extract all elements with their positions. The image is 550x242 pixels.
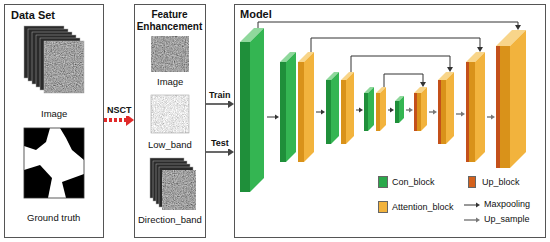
up-block bbox=[496, 46, 500, 168]
skip-head bbox=[515, 25, 521, 30]
mask-region bbox=[24, 128, 50, 150]
edge-label: Test bbox=[210, 138, 230, 149]
skip-line bbox=[311, 38, 480, 52]
skip-head bbox=[447, 67, 453, 72]
mask-region bbox=[24, 165, 52, 198]
up-block bbox=[466, 62, 469, 162]
con-block bbox=[326, 80, 331, 144]
upsample-arrow bbox=[487, 116, 491, 117]
panel-title: Data Set bbox=[11, 9, 99, 22]
maxpool-arrow bbox=[275, 115, 279, 120]
connector-line bbox=[206, 151, 228, 153]
con-block bbox=[364, 93, 368, 131]
skip-line bbox=[351, 56, 450, 72]
panel-title: Feature Enhancement bbox=[136, 9, 203, 33]
connector-arrow bbox=[104, 114, 134, 126]
upsample-arrow bbox=[406, 109, 409, 110]
ground-truth-mask bbox=[24, 128, 84, 198]
edge-label: NSCT bbox=[106, 105, 133, 116]
con-block bbox=[331, 72, 339, 144]
upsample-arrow bbox=[433, 110, 437, 115]
connector-arrow bbox=[206, 148, 234, 156]
upsample-arrow bbox=[429, 111, 433, 112]
mask-region bbox=[62, 174, 84, 198]
con-block bbox=[395, 101, 399, 123]
legend-upsample-sample bbox=[464, 219, 476, 220]
attention-block bbox=[298, 62, 304, 162]
maxpool-arrow bbox=[359, 108, 363, 113]
thumbnail-caption: Low_band bbox=[148, 139, 192, 150]
skip-line bbox=[258, 22, 518, 28]
upsample-arrow bbox=[409, 108, 413, 113]
legend-upsample-sample bbox=[476, 218, 480, 223]
upsample-arrow bbox=[461, 112, 465, 117]
up-block bbox=[438, 80, 441, 144]
panel-box: Feature Enhancement bbox=[134, 4, 206, 238]
low-band-frame bbox=[151, 95, 189, 133]
low-band-texture bbox=[151, 95, 189, 133]
legend-swatch bbox=[378, 176, 388, 188]
upsample-arrow bbox=[456, 113, 461, 114]
con-block bbox=[240, 42, 250, 192]
attention-block bbox=[446, 72, 454, 144]
maxpool-arrow bbox=[321, 110, 325, 115]
image-texture bbox=[151, 36, 189, 72]
attention-block bbox=[475, 52, 485, 162]
edge-label: Train bbox=[208, 90, 232, 101]
attention-block bbox=[469, 62, 475, 162]
con-block bbox=[250, 28, 264, 192]
attention-block bbox=[380, 87, 386, 131]
mask-region bbox=[60, 128, 84, 160]
maxpool-arrow bbox=[390, 108, 394, 113]
attention-block bbox=[376, 93, 380, 131]
connector-arrow bbox=[206, 100, 234, 108]
skip-head bbox=[477, 47, 483, 52]
skip-line bbox=[384, 74, 423, 87]
attention-block bbox=[510, 30, 526, 168]
image-texture bbox=[44, 41, 84, 93]
thumbnail-caption: Image bbox=[157, 76, 183, 87]
attention-block bbox=[441, 80, 446, 144]
up-block bbox=[414, 93, 417, 131]
attention-block bbox=[304, 52, 314, 162]
panel-box: Data Set bbox=[4, 4, 104, 238]
legend-maxpool-sample bbox=[476, 203, 480, 208]
legend-text: Up_block bbox=[482, 177, 520, 188]
skip-head bbox=[420, 82, 426, 87]
legend-swatch bbox=[468, 176, 476, 188]
legend-text: Maxpooling bbox=[484, 199, 530, 210]
legend-text: Con_block bbox=[392, 177, 435, 188]
legend-text: Up_sample bbox=[484, 214, 530, 225]
attention-block bbox=[341, 80, 346, 144]
panel-title: Model bbox=[240, 8, 320, 21]
maxpool-arrow bbox=[316, 112, 321, 113]
band-texture bbox=[162, 170, 196, 210]
connector-line bbox=[206, 103, 228, 105]
con-block bbox=[399, 96, 404, 123]
con-block bbox=[286, 52, 296, 162]
attention-block bbox=[417, 93, 421, 131]
connector-line bbox=[104, 118, 126, 122]
thumbnail-caption: Direction_band bbox=[138, 214, 202, 225]
attention-block bbox=[346, 72, 354, 144]
attention-block bbox=[421, 87, 427, 131]
attention-block bbox=[500, 46, 510, 168]
legend-swatch bbox=[378, 201, 388, 213]
upsample-arrow bbox=[491, 115, 495, 120]
maxpool-arrow bbox=[267, 117, 275, 118]
maxpool-arrow bbox=[388, 110, 390, 111]
arrow-head bbox=[126, 114, 134, 126]
legend-text: Attention_block bbox=[392, 202, 454, 213]
image-frame bbox=[44, 41, 84, 93]
thumbnail-caption: Ground truth bbox=[27, 212, 80, 223]
con-block bbox=[368, 87, 374, 131]
thumbnail-caption: Image bbox=[41, 108, 67, 119]
con-block bbox=[280, 62, 286, 162]
mask-frame bbox=[24, 128, 84, 198]
maxpool-arrow bbox=[356, 110, 359, 111]
legend-maxpool-sample bbox=[464, 205, 476, 206]
